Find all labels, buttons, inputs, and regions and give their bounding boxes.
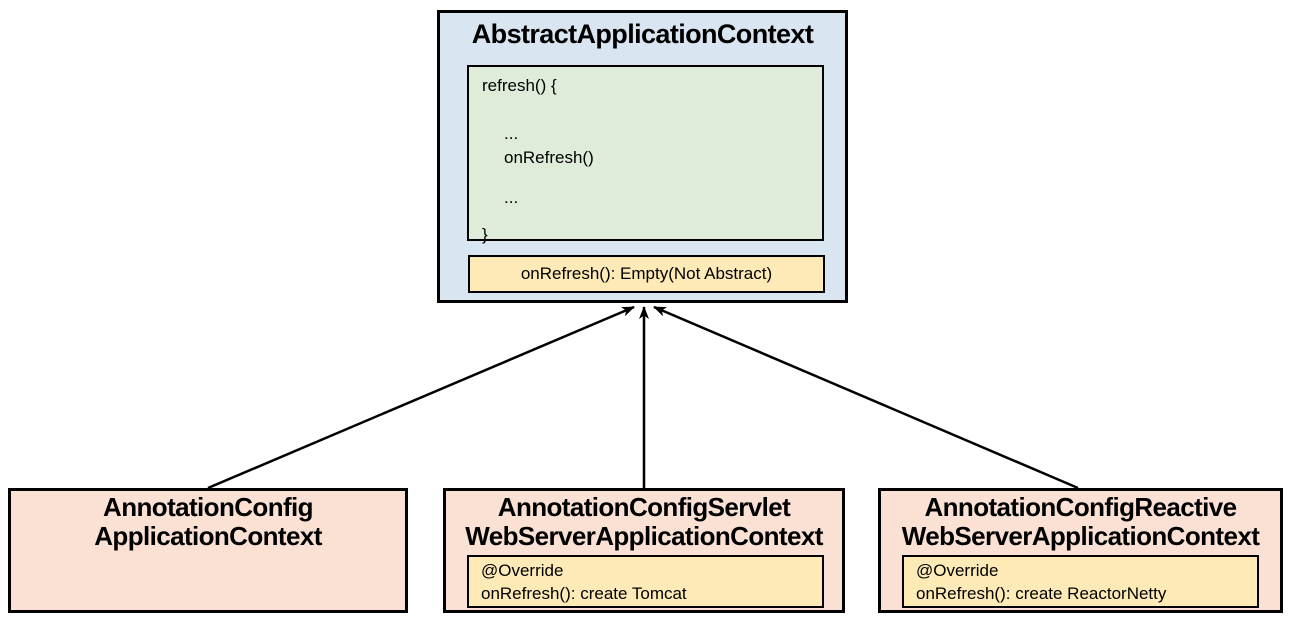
arrow-right-child-to-parent	[653, 305, 1079, 490]
class-title-line2: ApplicationContext	[94, 521, 322, 551]
code-line: }	[482, 225, 488, 244]
class-title-line1: AnnotationConfigReactive	[924, 492, 1237, 522]
onrefresh-empty-note: onRefresh(): Empty(Not Abstract)	[468, 255, 825, 293]
class-box-annotation-config-reactive-web-server-application-context: AnnotationConfigReactive WebServerApplic…	[878, 488, 1283, 613]
refresh-method-code-block: refresh() { ... onRefresh() ... }	[467, 65, 824, 244]
class-title-line1: AnnotationConfig	[103, 492, 313, 522]
class-title-line1: AnnotationConfigServlet	[497, 492, 791, 522]
onrefresh-implementation: onRefresh(): create ReactorNetty	[916, 584, 1167, 603]
code-line: onRefresh()	[504, 148, 594, 167]
override-note-reactor-netty: @Override onRefresh(): create ReactorNet…	[902, 555, 1259, 608]
class-title: AnnotationConfigServlet WebServerApplica…	[446, 493, 842, 551]
class-title: AbstractApplicationContext	[471, 19, 814, 49]
class-box-abstract-application-context: AbstractApplicationContext refresh() { .…	[437, 10, 848, 303]
arrow-left-child-to-parent	[207, 305, 635, 490]
code-line: ...	[504, 188, 519, 207]
class-title-line2: WebServerApplicationContext	[465, 521, 823, 551]
class-box-annotation-config-application-context: AnnotationConfig ApplicationContext	[8, 488, 408, 613]
code-line: ...	[504, 124, 519, 143]
override-annotation: @Override	[481, 561, 564, 580]
override-note-tomcat: @Override onRefresh(): create Tomcat	[467, 555, 824, 608]
class-title: AnnotationConfig ApplicationContext	[11, 493, 405, 551]
override-annotation: @Override	[916, 561, 999, 580]
class-box-annotation-config-servlet-web-server-application-context: AnnotationConfigServlet WebServerApplica…	[443, 488, 845, 613]
class-title: AnnotationConfigReactive WebServerApplic…	[881, 493, 1280, 551]
onrefresh-implementation: onRefresh(): create Tomcat	[481, 584, 687, 603]
class-title-line2: WebServerApplicationContext	[901, 521, 1260, 551]
code-line: refresh() {	[482, 76, 557, 95]
